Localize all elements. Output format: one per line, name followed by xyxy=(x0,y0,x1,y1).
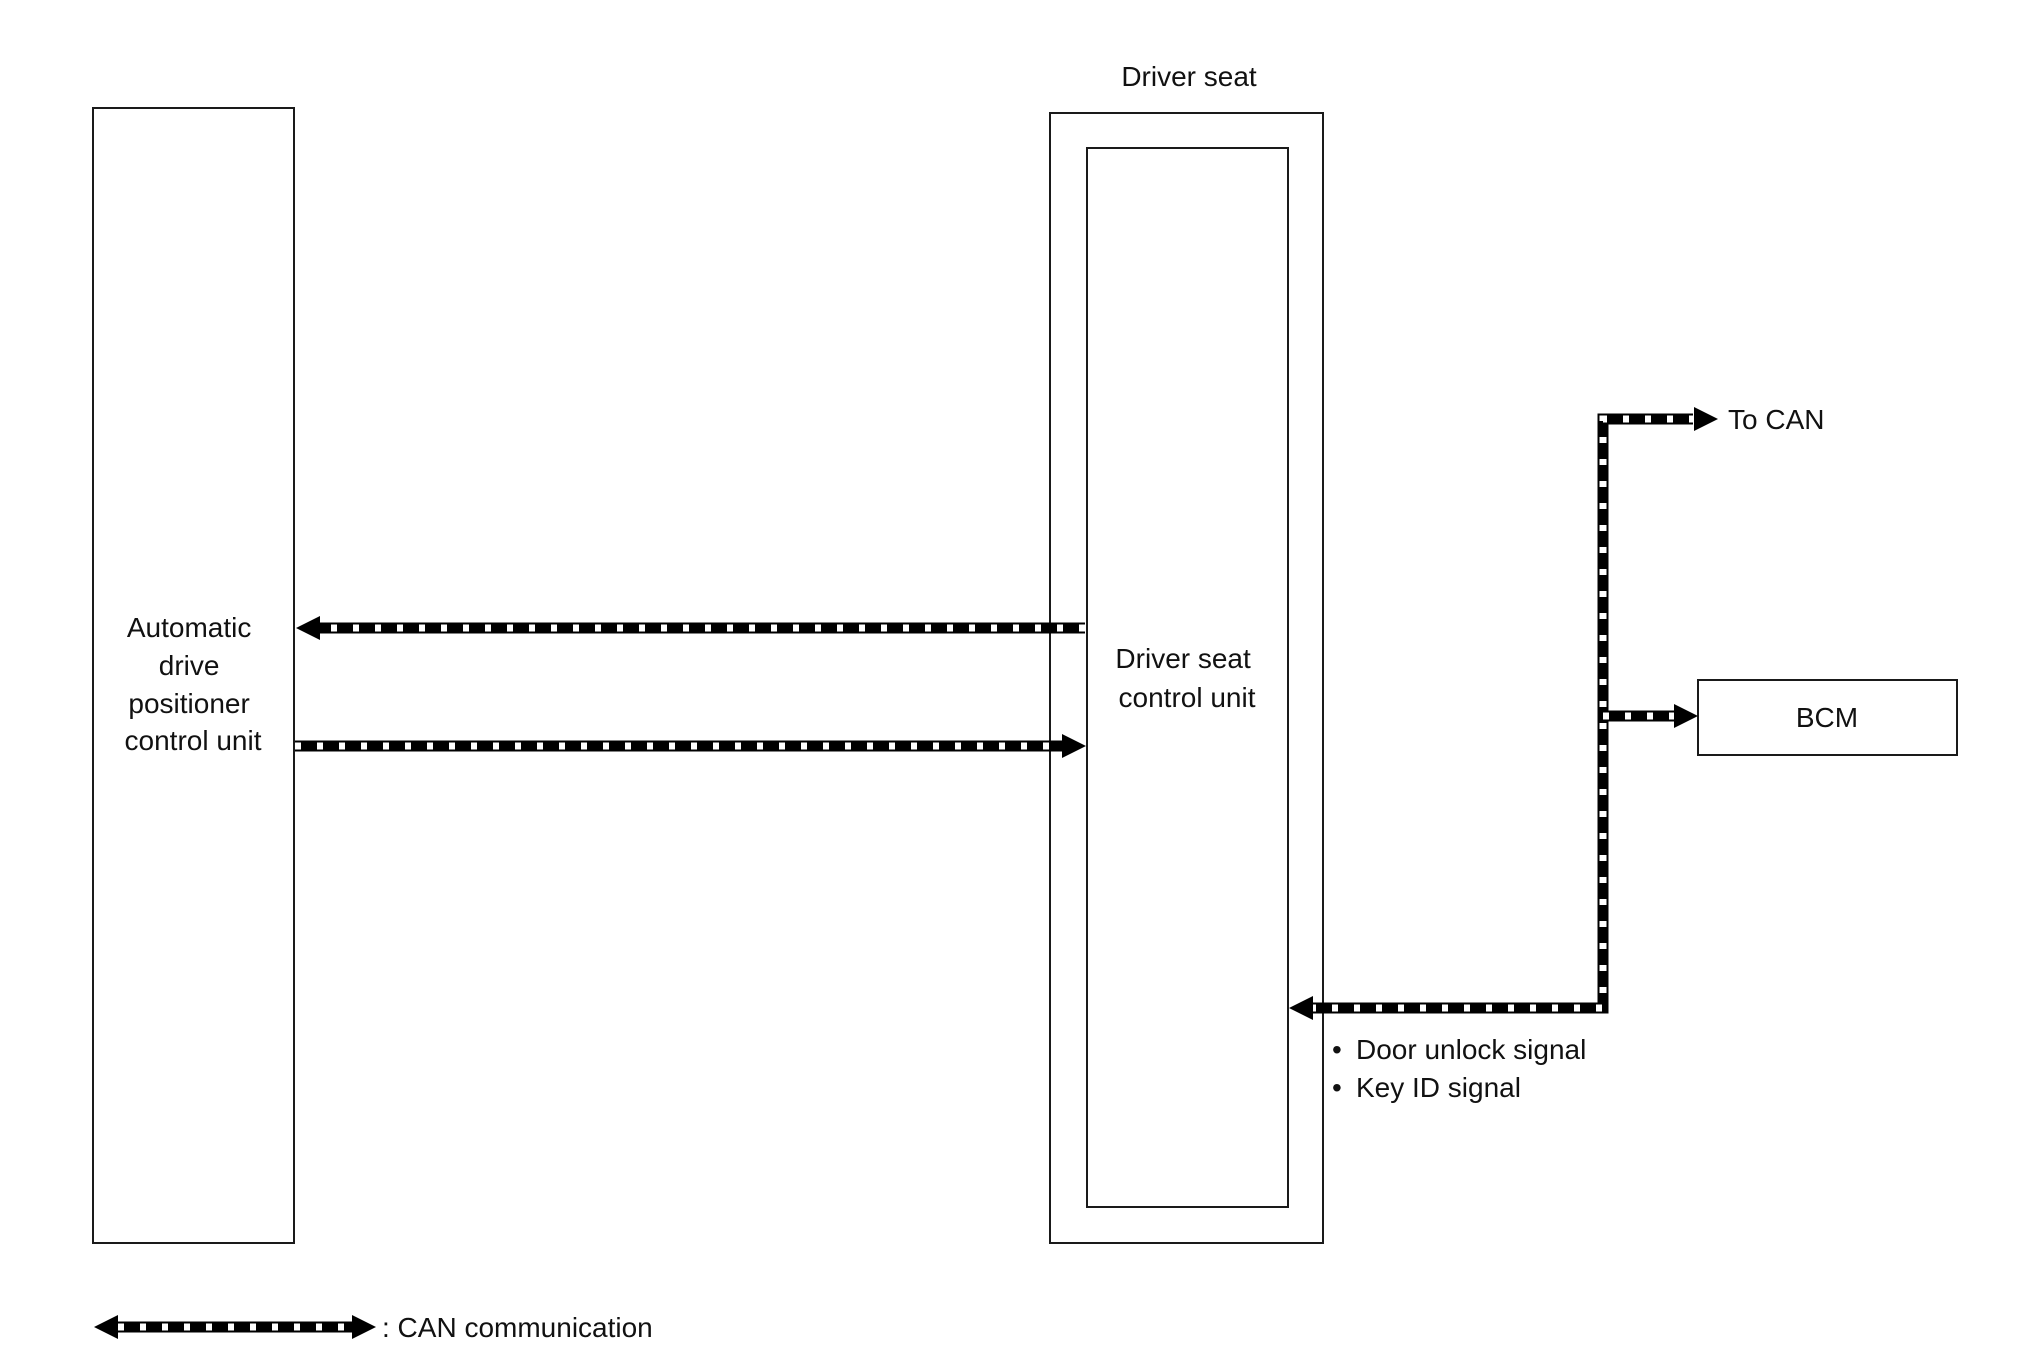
adp-label-line-1: Automatic xyxy=(127,612,252,643)
to-can-label: To CAN xyxy=(1728,404,1824,435)
adp-control-unit-box xyxy=(92,107,295,1244)
can-line-seat-to-adp xyxy=(296,616,1085,640)
adp-label-line-3: positioner xyxy=(128,688,249,719)
adp-control-unit-label: Automatic drive positioner control unit xyxy=(125,612,262,756)
seat-unit-label-line-2: control unit xyxy=(1119,682,1256,713)
adp-label-line-2: drive xyxy=(159,650,220,681)
seat-unit-arrowhead xyxy=(1289,996,1313,1020)
can-branch-to-bcm xyxy=(1603,704,1698,728)
signal-item-bullet: • xyxy=(1332,1072,1342,1103)
signal-item-door-unlock: Door unlock signal xyxy=(1356,1034,1586,1065)
to-can-arrowhead xyxy=(1694,407,1718,431)
bcm-box xyxy=(1697,679,1958,756)
legend-label: : CAN communication xyxy=(382,1312,653,1343)
legend-can-symbol xyxy=(94,1315,376,1339)
legend: : CAN communication xyxy=(94,1312,653,1343)
can-line-adp-to-seat xyxy=(295,734,1086,758)
adp-label-line-4: control unit xyxy=(125,725,262,756)
driver-seat-control-unit-box xyxy=(1086,147,1289,1208)
signal-item-bullet: • xyxy=(1332,1034,1342,1065)
bcm-label: BCM xyxy=(1796,702,1858,733)
signal-list: • Door unlock signal • Key ID signal xyxy=(1332,1034,1586,1103)
driver-seat-control-unit-label: Driver seat control unit xyxy=(1115,643,1258,713)
driver-seat-title: Driver seat xyxy=(1121,61,1257,92)
seat-unit-label-line-1: Driver seat xyxy=(1115,643,1251,674)
signal-item-key-id: Key ID signal xyxy=(1356,1072,1521,1103)
